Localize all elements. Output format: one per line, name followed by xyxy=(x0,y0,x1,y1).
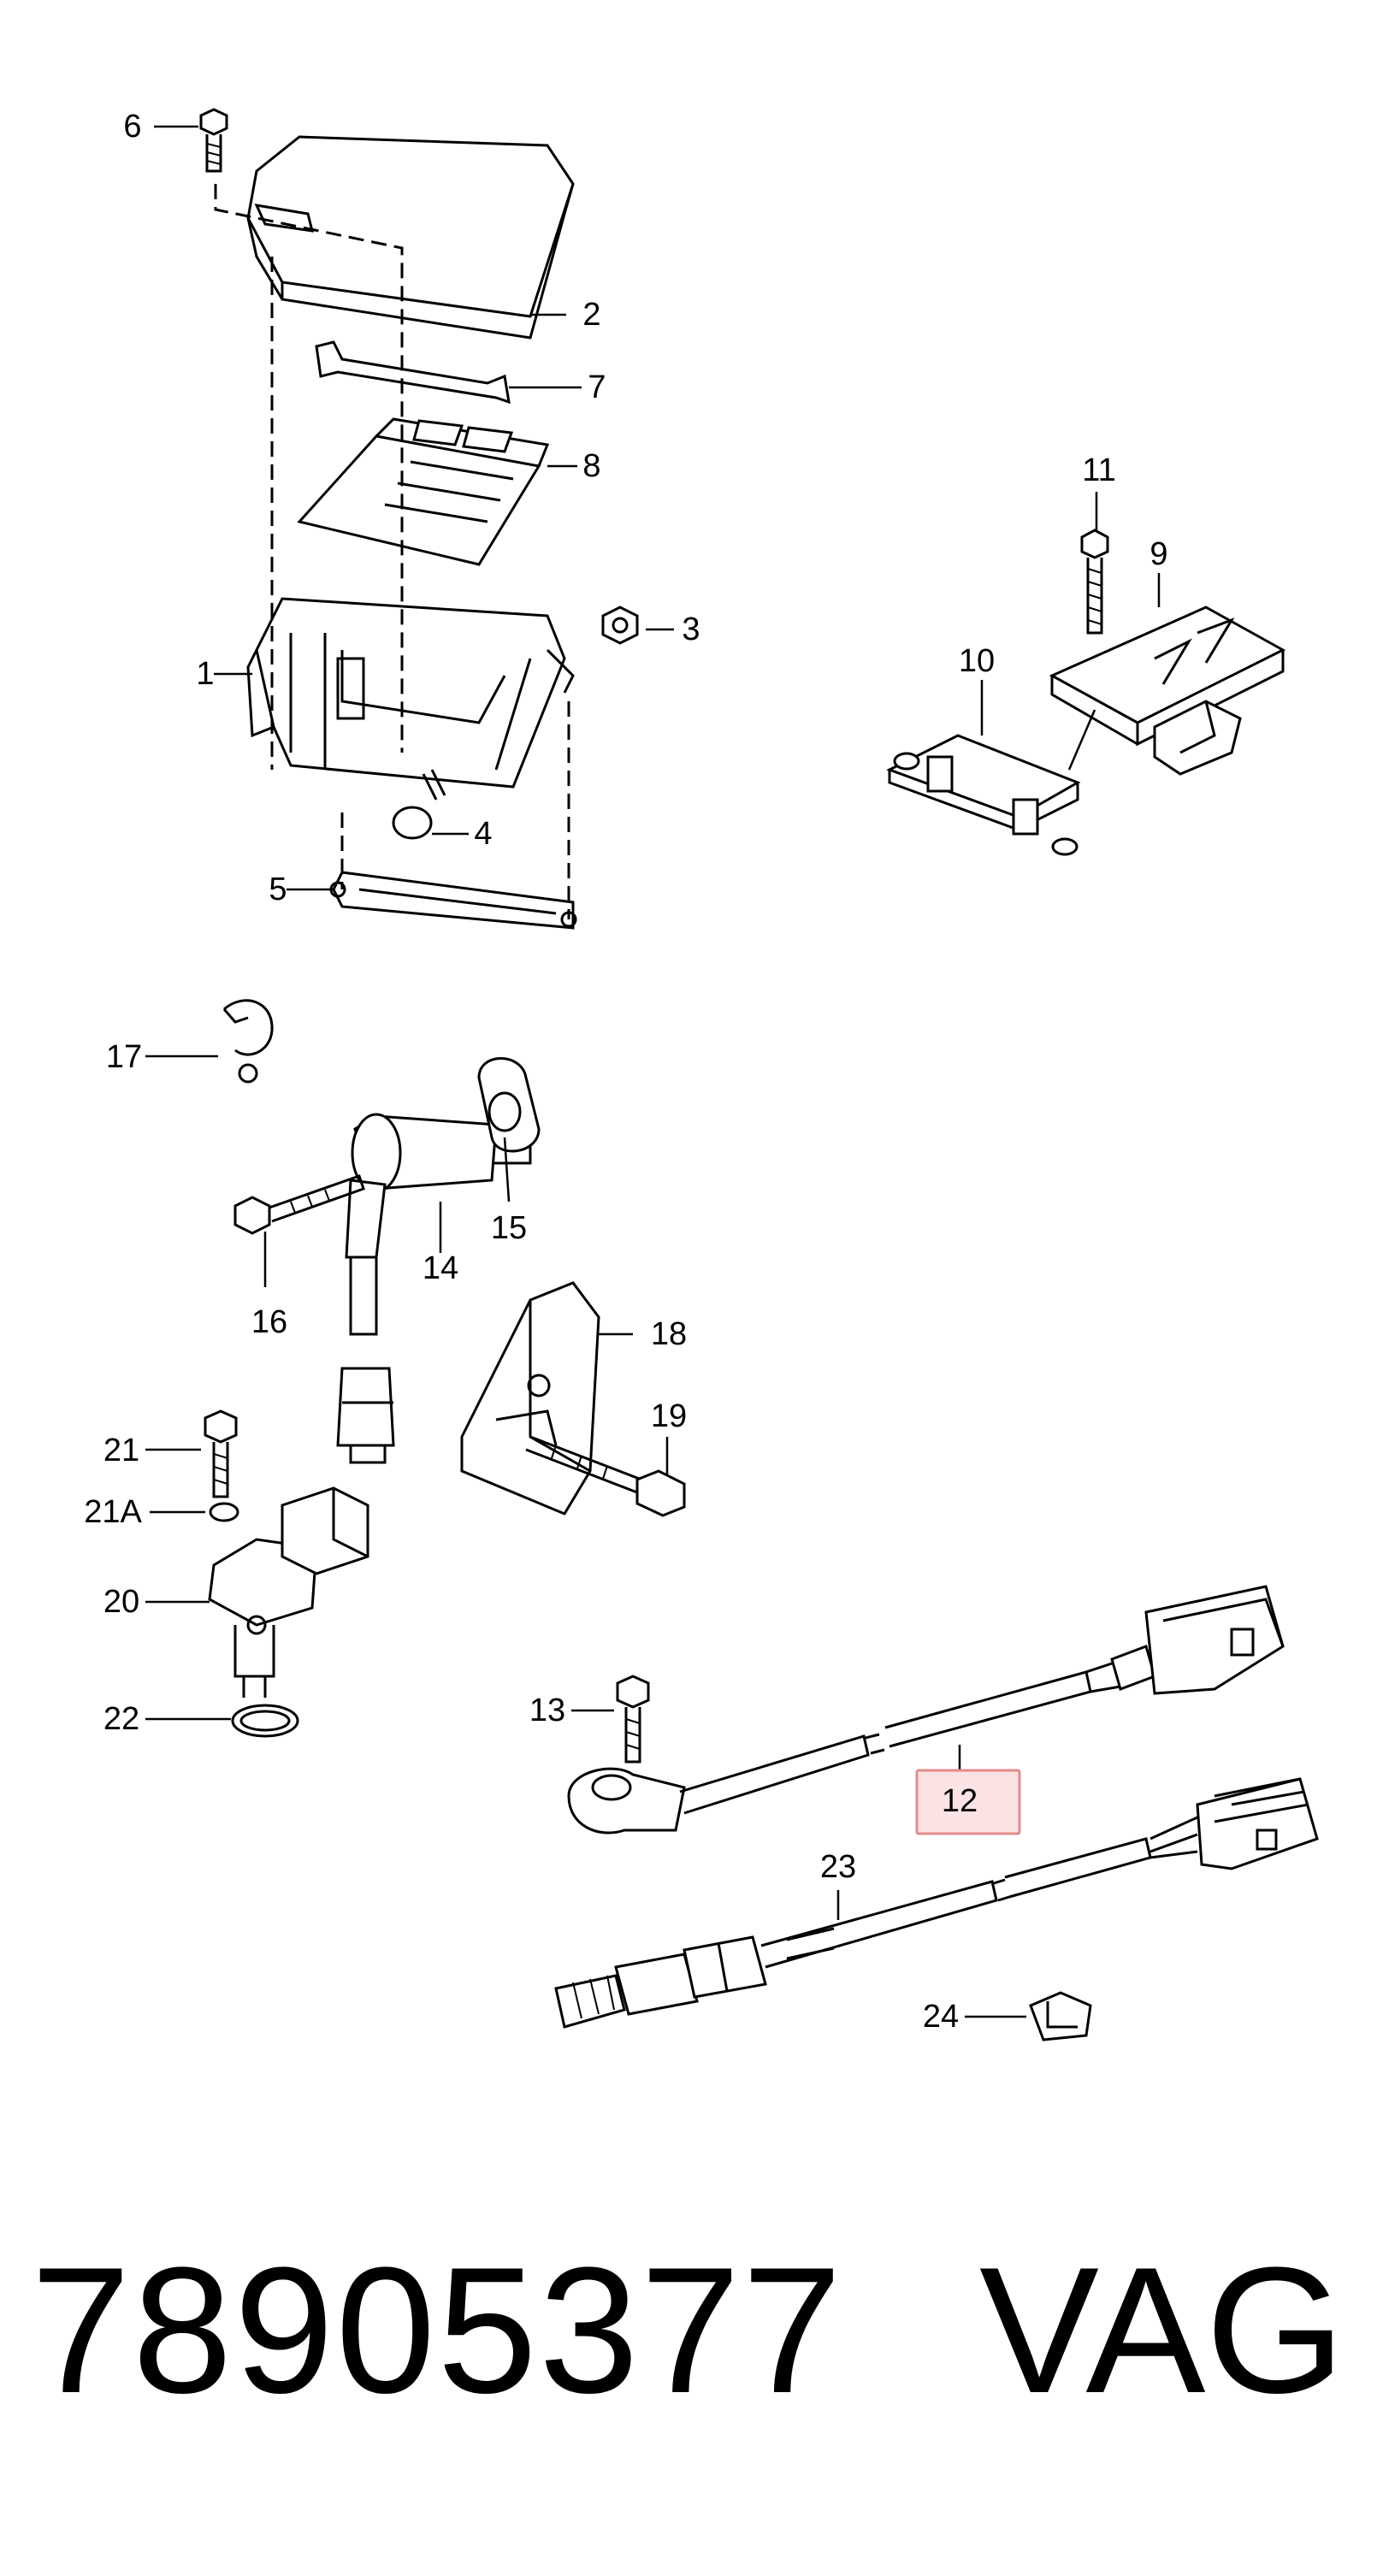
bolt-6 xyxy=(199,108,228,173)
bolt-19 xyxy=(525,1435,686,1517)
base-tray xyxy=(246,597,575,789)
callout-4: 4 xyxy=(474,816,492,852)
callout-9: 9 xyxy=(1149,536,1167,572)
hex-nut xyxy=(601,606,639,645)
retaining-clip-24 xyxy=(1029,1991,1092,2041)
ecu-housing-group xyxy=(199,108,639,930)
ecu-module-9 xyxy=(1049,606,1286,776)
callout-10: 10 xyxy=(959,643,995,679)
pressure-sensor xyxy=(208,1486,369,1698)
bolt-16 xyxy=(233,1174,365,1235)
callout-12: 12 xyxy=(942,1783,978,1819)
crank-sensor-group xyxy=(222,999,541,1464)
callout-labels: 6 2 7 8 3 1 4 5 11 9 10 17 15 14 16 18 1… xyxy=(84,109,1167,2035)
gasket xyxy=(329,871,577,930)
callout-7: 7 xyxy=(588,369,606,405)
bolt-13 xyxy=(616,1675,650,1764)
washer-21a xyxy=(209,1502,239,1522)
callout-21a: 21A xyxy=(84,1494,142,1530)
callout-22: 22 xyxy=(103,1701,139,1737)
callout-3: 3 xyxy=(682,612,700,647)
sensor-gasket-15 xyxy=(477,1057,541,1153)
callout-8: 8 xyxy=(582,448,600,484)
callout-21: 21 xyxy=(103,1433,139,1468)
part-number: 78905377 xyxy=(31,2230,844,2431)
lambda-probe xyxy=(554,1777,1319,2029)
callout-6: 6 xyxy=(123,109,141,145)
callout-13: 13 xyxy=(529,1693,565,1728)
callout-16: 16 xyxy=(251,1304,287,1340)
sensor-bracket-group xyxy=(460,1281,686,1517)
bracket-strip xyxy=(315,340,511,405)
bolt-11 xyxy=(1080,529,1109,635)
control-module xyxy=(297,417,550,566)
callout-11: 11 xyxy=(1082,452,1115,488)
callout-18: 18 xyxy=(651,1316,687,1352)
callout-19: 19 xyxy=(651,1398,687,1434)
pressure-sensor-group xyxy=(204,1409,369,1738)
highlight-box xyxy=(915,1769,1021,1835)
callout-1: 1 xyxy=(196,656,214,692)
grommet-plug xyxy=(392,769,446,840)
leader-lines xyxy=(145,125,1161,2018)
callout-24: 24 xyxy=(923,1999,959,2035)
knock-sensor xyxy=(567,1585,1285,1835)
callout-2: 2 xyxy=(582,297,600,333)
callout-15: 15 xyxy=(491,1210,527,1246)
housing-cover xyxy=(246,135,575,340)
brand-name: VAG xyxy=(979,2230,1345,2431)
callout-5: 5 xyxy=(269,871,287,907)
knock-sensor-group xyxy=(567,1585,1285,1835)
callout-17: 17 xyxy=(106,1039,142,1075)
lambda-probe-group xyxy=(554,1777,1319,2029)
crank-sensor xyxy=(336,1113,532,1464)
mounting-bracket-10 xyxy=(886,734,1081,856)
callout-14: 14 xyxy=(423,1250,458,1286)
clip-17 xyxy=(222,999,274,1084)
callout-20: 20 xyxy=(103,1584,139,1620)
bolt-21 xyxy=(204,1409,238,1498)
callout-23: 23 xyxy=(820,1849,856,1885)
right-ecu-assembly xyxy=(886,529,1286,856)
